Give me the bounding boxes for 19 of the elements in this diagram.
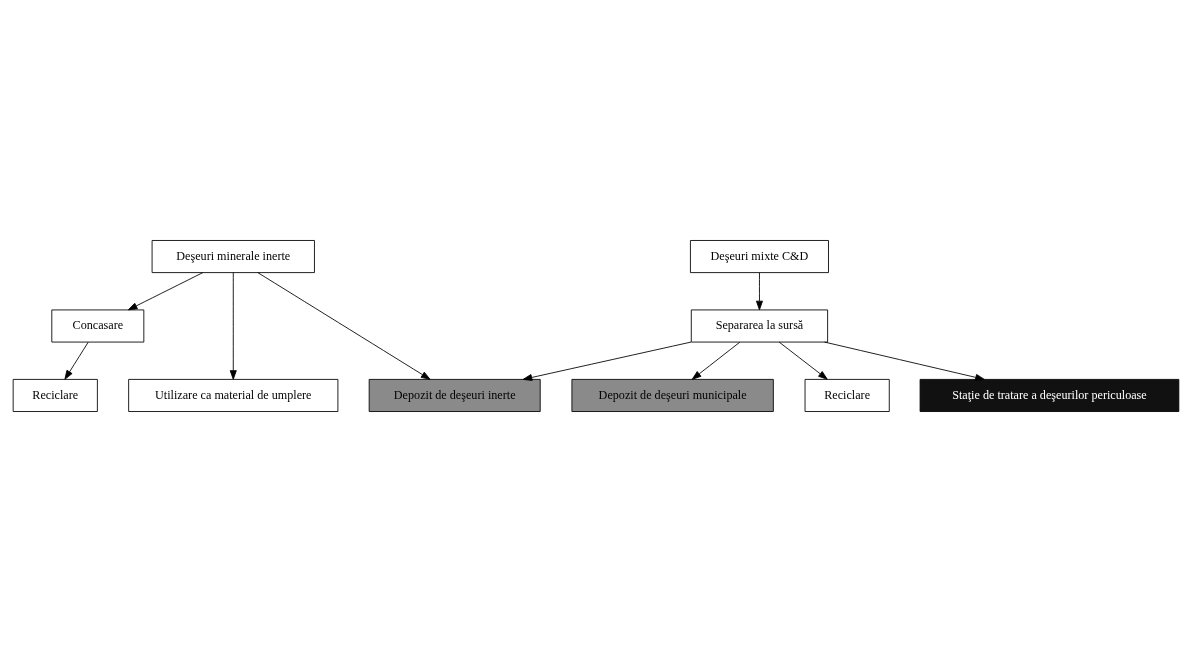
arrow bbox=[127, 272, 204, 311]
arrow bbox=[824, 341, 985, 381]
node-box: Reciclare bbox=[12, 378, 98, 412]
arrow bbox=[229, 272, 237, 380]
arrow bbox=[756, 272, 763, 311]
node-box: Concasare bbox=[51, 309, 145, 343]
arrow bbox=[778, 341, 828, 380]
node-box: Depozit de deşeuri municipale bbox=[571, 378, 774, 412]
arrow bbox=[691, 341, 741, 380]
node-box: Utilizare ca material de umplere bbox=[128, 378, 339, 412]
arrow bbox=[522, 341, 692, 381]
arrow bbox=[257, 272, 431, 380]
node-box: Separarea la sursă bbox=[690, 309, 829, 343]
node-box: Depozit de deşeuri inerte bbox=[368, 378, 541, 412]
arrow bbox=[64, 341, 89, 380]
node-box: Reciclare bbox=[804, 378, 890, 412]
node-box: Deşeuri mixte C&D bbox=[690, 240, 829, 274]
node-box: Deşeuri minerale inerte bbox=[151, 240, 315, 274]
node-box: Staţie de tratare a deşeurilor periculoase bbox=[919, 378, 1180, 412]
